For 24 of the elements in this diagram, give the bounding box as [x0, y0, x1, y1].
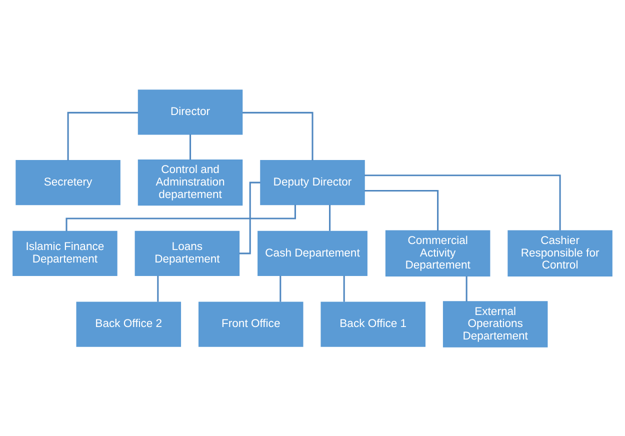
node-box: Back Office 1	[320, 301, 426, 346]
connector	[280, 275, 282, 302]
connector	[157, 275, 159, 302]
node-box: Deputy Director	[260, 159, 365, 205]
node-box: Islamic Finance Departement	[12, 230, 118, 276]
connector	[329, 204, 331, 230]
node-box: Cash Departement	[258, 230, 368, 276]
connector	[239, 181, 260, 254]
node-box: Front Office	[198, 301, 304, 346]
node-box: Control and Adminstration departement	[138, 158, 243, 206]
node-box: Cashier Responsible for Control	[508, 230, 612, 276]
connector	[343, 275, 345, 302]
node-box: External Operations Departement	[442, 300, 548, 347]
connector	[67, 111, 138, 160]
node-box: Secretery	[16, 159, 120, 205]
node-box: Commercial Activity Departement	[385, 230, 490, 276]
connector	[364, 174, 561, 230]
connector	[466, 276, 468, 302]
connector	[242, 111, 314, 160]
node-box: Director	[138, 89, 243, 134]
node-box: Back Office 2	[76, 301, 182, 346]
node-box: Loans Departement	[134, 230, 240, 276]
connector	[190, 134, 192, 160]
connector	[364, 190, 439, 230]
